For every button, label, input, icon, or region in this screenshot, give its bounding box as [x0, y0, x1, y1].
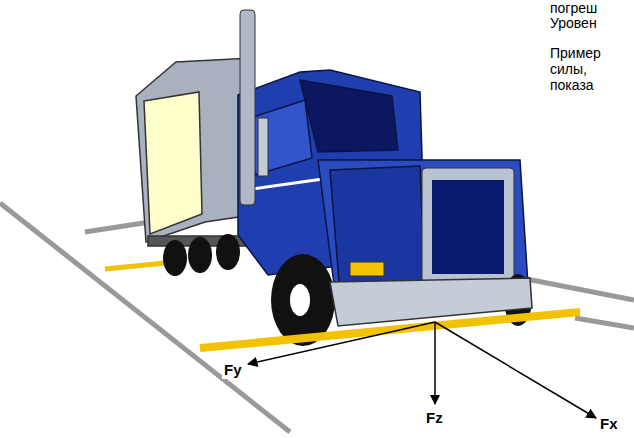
exhaust-stack — [240, 10, 255, 205]
side-mirror — [258, 118, 268, 176]
force-label: Fy — [222, 362, 244, 379]
wheel-hub — [290, 284, 310, 316]
force-vector — [248, 322, 596, 418]
note-text: силы, — [550, 62, 587, 77]
note-text: погреш — [550, 1, 597, 16]
note-text: Пример — [550, 46, 601, 61]
note-text: показа — [550, 78, 594, 93]
truck-cab — [238, 70, 528, 300]
force-label: Fz — [424, 410, 445, 427]
grille — [432, 180, 504, 274]
trailer — [136, 58, 252, 246]
scale-platform — [200, 312, 580, 348]
force-label: Fx — [598, 416, 620, 433]
rear-wheel — [163, 234, 240, 276]
note-text: Уровен — [550, 16, 597, 31]
headlight — [350, 262, 384, 276]
grille — [422, 168, 514, 286]
